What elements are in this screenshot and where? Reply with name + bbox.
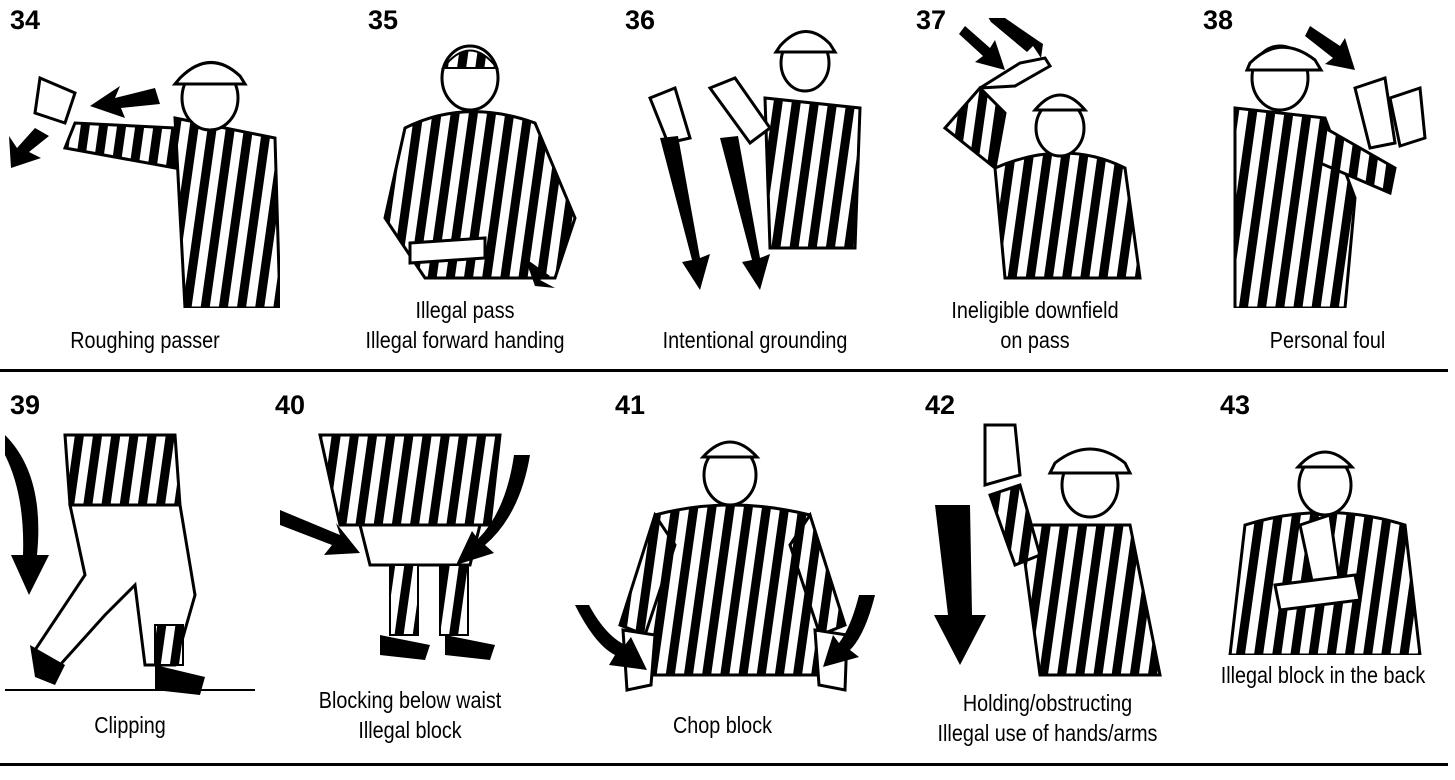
signal-number: 37 bbox=[916, 5, 947, 35]
signal-caption: Roughing passer bbox=[70, 327, 220, 353]
signal-number: 39 bbox=[10, 390, 41, 420]
signal-number: 41 bbox=[615, 390, 646, 420]
signal-caption: Blocking below waist Illegal block bbox=[318, 687, 502, 743]
signal-number: 43 bbox=[1220, 390, 1251, 420]
signal-caption: Clipping bbox=[94, 712, 166, 738]
referee-figure-blocking-below-waist bbox=[280, 433, 530, 660]
section-divider bbox=[0, 369, 1448, 372]
referee-figure-illegal-pass bbox=[383, 44, 577, 288]
referee-figure-clipping bbox=[5, 433, 255, 695]
signal-caption: Personal foul bbox=[1269, 327, 1386, 353]
signal-caption: Illegal block in the back bbox=[1220, 662, 1426, 688]
signal-number: 36 bbox=[625, 5, 656, 35]
referee-figure-roughing-passer bbox=[9, 61, 280, 308]
signal-panel-40: 40 Blocking below waist Illegal block bbox=[270, 385, 550, 750]
signal-number: 40 bbox=[275, 390, 306, 420]
referee-figure-chop-block bbox=[575, 440, 875, 692]
signal-panel-43: 43 Illegal block in the back bbox=[1200, 385, 1455, 750]
signal-panel-36: 36 Intentional grounding bbox=[620, 0, 880, 365]
signal-panel-42: 42 Holding/obstructing Illegal use of ha… bbox=[915, 385, 1185, 750]
referee-figure-ineligible-downfield bbox=[942, 18, 1142, 280]
referee-figure-personal-foul bbox=[1233, 26, 1427, 308]
signals-row-top: 34 Roughing passer 35 Illegal pass Illeg… bbox=[0, 0, 1455, 385]
signal-number: 38 bbox=[1203, 5, 1234, 35]
signal-number: 34 bbox=[10, 5, 41, 35]
signal-panel-35: 35 Illegal pass Illegal forward handing bbox=[330, 0, 600, 365]
signal-panel-38: 38 Personal foul bbox=[1195, 0, 1450, 365]
signal-caption: Intentional grounding bbox=[662, 327, 848, 353]
referee-figure-intentional-grounding bbox=[648, 30, 862, 290]
signal-caption: Ineligible downfield on pass bbox=[951, 297, 1119, 353]
signals-row-bottom: 39 Clipping 40 Blocking below wai bbox=[0, 385, 1455, 770]
signal-panel-37: 37 Ineligible downfield on pass bbox=[910, 0, 1160, 365]
signal-panel-41: 41 Chop block bbox=[570, 385, 890, 750]
signal-panel-34: 34 Roughing passer bbox=[0, 0, 280, 365]
signal-caption: Illegal pass Illegal forward handing bbox=[365, 297, 565, 353]
signal-caption: Holding/obstructing Illegal use of hands… bbox=[937, 690, 1158, 746]
section-divider bbox=[0, 763, 1448, 766]
signal-number: 35 bbox=[368, 5, 399, 35]
signal-panel-39: 39 Clipping bbox=[0, 385, 260, 750]
signal-caption: Chop block bbox=[673, 712, 772, 738]
referee-figure-holding bbox=[934, 423, 1162, 677]
referee-figure-illegal-block-in-back bbox=[1228, 450, 1422, 655]
signal-number: 42 bbox=[925, 390, 956, 420]
